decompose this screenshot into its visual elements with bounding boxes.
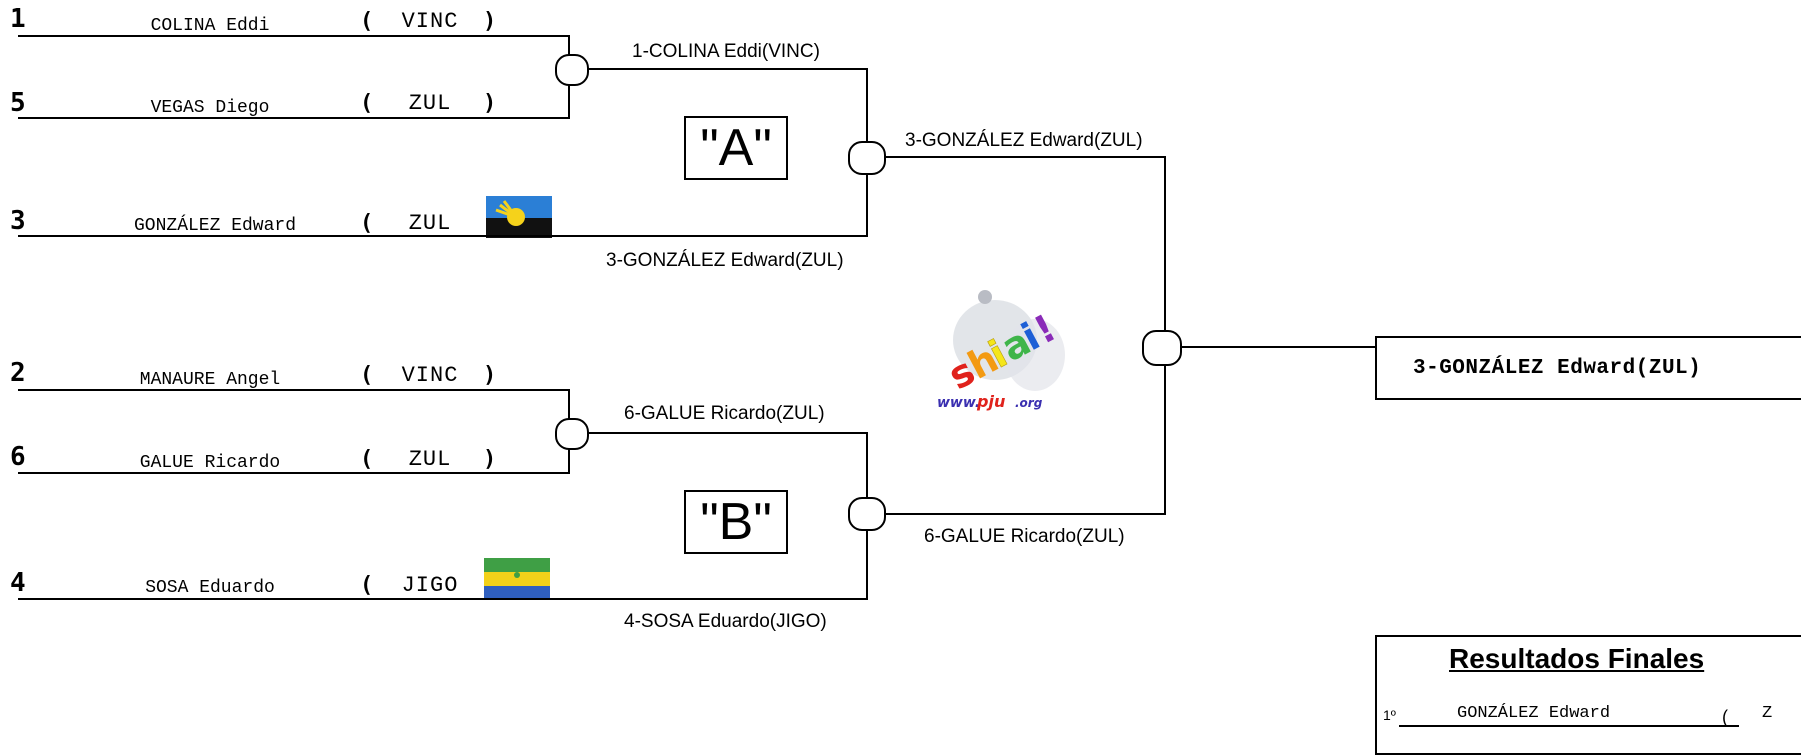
svg-text:.org: .org <box>1015 396 1043 410</box>
shiai-logo-icon: s h i a i ! www. pju .org <box>925 285 1090 415</box>
club-code: VINC <box>401 9 459 34</box>
seed-number: 5 <box>10 88 26 118</box>
svg-text:www.: www. <box>937 395 980 411</box>
club-code: ZUL <box>408 447 452 472</box>
champion-box: 3-GONZÁLEZ Edward(ZUL) <box>1375 336 1801 400</box>
final-results-paren: ( <box>1722 707 1728 727</box>
club-paren-close: ) <box>483 363 497 388</box>
club-code: ZUL <box>408 211 452 236</box>
club-paren-open: ( <box>360 573 374 598</box>
match-node[interactable] <box>848 497 886 531</box>
club-paren-open: ( <box>360 91 374 116</box>
bracket-line <box>18 35 570 37</box>
svg-text:pju: pju <box>976 392 1005 411</box>
competitor-name: COLINA Eddi <box>150 16 270 36</box>
club-code: ZUL <box>408 91 452 116</box>
bracket-line <box>588 432 868 434</box>
winner-label: 1-COLINA Eddi(VINC) <box>632 41 820 62</box>
competitor-name: MANAURE Angel <box>139 370 281 390</box>
bracket-line <box>18 235 868 237</box>
final-results-line <box>1399 725 1739 727</box>
jigo-flag-icon <box>484 558 550 600</box>
final-results-panel: Resultados Finales 1º GONZÁLEZ Edward ( … <box>1375 635 1801 755</box>
club-code: VINC <box>401 363 459 388</box>
bracket-line <box>18 117 570 119</box>
club-paren-open: ( <box>360 363 374 388</box>
club-paren-close: ) <box>483 91 497 116</box>
seed-number: 4 <box>10 568 26 598</box>
club-paren-open: ( <box>360 447 374 472</box>
winner-label: 6-GALUE Ricardo(ZUL) <box>624 403 825 424</box>
bracket-line <box>588 68 868 70</box>
match-node[interactable] <box>555 54 589 86</box>
bracket-line <box>18 472 570 474</box>
seed-number: 3 <box>10 206 26 236</box>
seed-number: 1 <box>10 4 26 34</box>
bracket-line <box>1180 346 1377 348</box>
competitor-name: GONZÁLEZ Edward <box>133 216 297 236</box>
match-node[interactable] <box>848 141 886 175</box>
competitor-name: SOSA Eduardo <box>145 578 275 598</box>
pool-label-box: "B" <box>684 490 788 554</box>
final-results-club: Z <box>1762 704 1773 723</box>
competitor-name: VEGAS Diego <box>150 98 270 118</box>
winner-label: 4-SOSA Eduardo(JIGO) <box>624 611 827 632</box>
bracket-line <box>884 513 1166 515</box>
club-paren-open: ( <box>360 211 374 236</box>
club-code: JIGO <box>401 573 459 598</box>
club-paren-close: ) <box>483 447 497 472</box>
bracket-line <box>884 156 1166 158</box>
final-results-place: 1º <box>1383 707 1396 723</box>
bracket-line <box>18 598 868 600</box>
match-node[interactable] <box>555 418 589 450</box>
seed-number: 2 <box>10 358 26 388</box>
match-node[interactable] <box>1142 330 1182 366</box>
winner-label: 3-GONZÁLEZ Edward(ZUL) <box>606 250 844 271</box>
zulia-flag-icon <box>486 196 552 238</box>
seed-number: 6 <box>10 442 26 472</box>
pool-label-box: "A" <box>684 116 788 180</box>
winner-label: 6-GALUE Ricardo(ZUL) <box>924 526 1125 547</box>
club-paren-close: ) <box>483 9 497 34</box>
club-paren-open: ( <box>360 9 374 34</box>
winner-label: 3-GONZÁLEZ Edward(ZUL) <box>905 130 1143 151</box>
final-results-title: Resultados Finales <box>1449 643 1705 674</box>
competitor-name: GALUE Ricardo <box>139 453 281 473</box>
final-results-name: GONZÁLEZ Edward <box>1457 704 1611 723</box>
bracket-line <box>18 389 570 391</box>
